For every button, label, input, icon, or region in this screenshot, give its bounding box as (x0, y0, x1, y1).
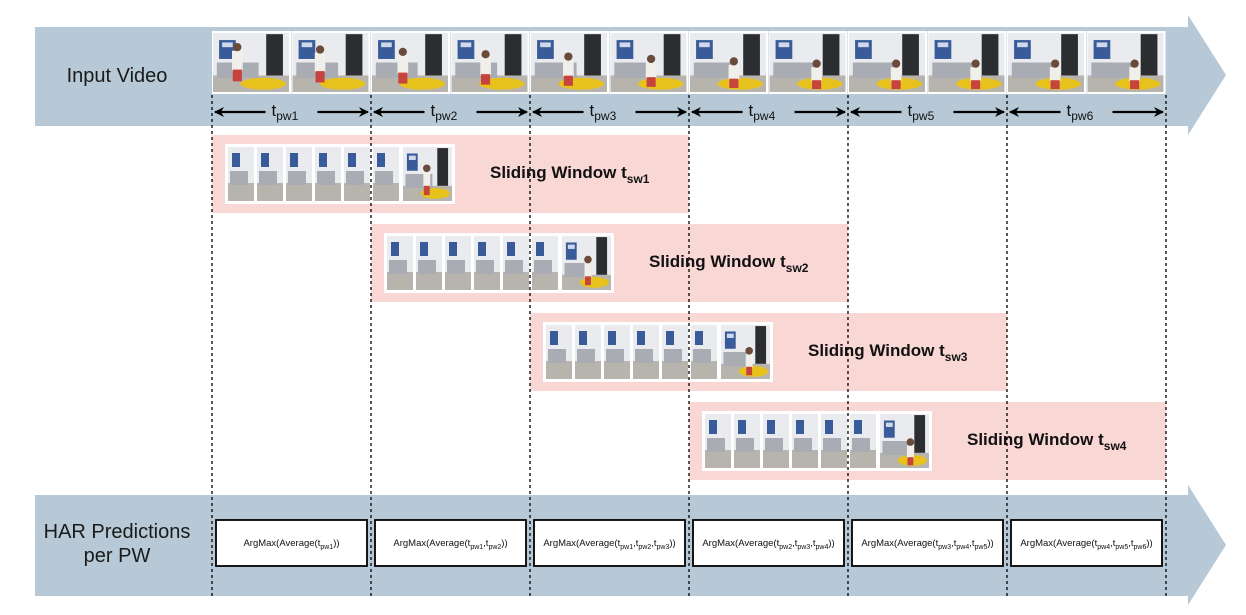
prediction-window-6: tpw6 (1009, 101, 1164, 123)
sliding-window-2: Sliding Window tsw2 (371, 224, 848, 302)
sliding-window-3: Sliding Window tsw3 (530, 313, 1007, 391)
video-frame-thumbnail (530, 31, 609, 94)
prediction-box-4: ArgMax(Average(tpw2,tpw3,tpw4)) (692, 519, 845, 567)
prediction-box-3: ArgMax(Average(tpw1,tpw2,tpw3)) (533, 519, 686, 567)
video-frame-thumbnail (450, 31, 530, 94)
video-frame-thumbnail (689, 31, 768, 94)
prediction-window-arrows: tpw1 tpw2 tpw3 tpw4 tpw5 tpw6 (214, 101, 1164, 123)
prediction-box-frame (692, 519, 845, 567)
pw-label: tpw4 (749, 101, 776, 123)
input-video-label: Input Video (67, 65, 168, 87)
video-frame-thumbnail (212, 31, 291, 94)
prediction-boxes: ArgMax(Average(tpw1)) ArgMax(Average(tpw1… (215, 519, 1163, 567)
prediction-box-frame (533, 519, 686, 567)
pw-label: tpw3 (590, 101, 617, 123)
video-frame-thumbnail (927, 31, 1007, 94)
video-frame-thumbnail (768, 31, 848, 94)
prediction-window-2: tpw2 (373, 101, 528, 123)
prediction-box-frame (851, 519, 1004, 567)
prediction-formula: ArgMax(Average(tpw1,tpw2)) (393, 538, 507, 551)
pw-label: tpw5 (908, 101, 935, 123)
har-predictions-label-line2: per PW (84, 545, 151, 567)
prediction-formula: ArgMax(Average(tpw3,tpw4,tpw5)) (861, 538, 993, 551)
prediction-box-2: ArgMax(Average(tpw1,tpw2)) (374, 519, 527, 567)
prediction-formula: ArgMax(Average(tpw1)) (243, 538, 339, 551)
video-frame-thumbnail (291, 31, 371, 94)
pw-label: tpw2 (431, 101, 458, 123)
prediction-box-frame (374, 519, 527, 567)
prediction-box-6: ArgMax(Average(tpw4,tpw5,tpw6)) (1010, 519, 1163, 567)
sliding-window-label: Sliding Window tsw2 (649, 252, 809, 275)
prediction-box-frame (215, 519, 368, 567)
prediction-window-1: tpw1 (214, 101, 369, 123)
sliding-window-1: Sliding Window tsw1 (212, 135, 689, 213)
prediction-window-3: tpw3 (532, 101, 687, 123)
input-video-frames (212, 31, 1166, 94)
prediction-box-1: ArgMax(Average(tpw1)) (215, 519, 368, 567)
video-frame-thumbnail (848, 31, 927, 94)
prediction-box-frame (1010, 519, 1163, 567)
sliding-window-filmstrip (384, 233, 614, 293)
pw-label: tpw6 (1067, 101, 1094, 123)
video-frame-thumbnail (609, 31, 689, 94)
prediction-window-5: tpw5 (850, 101, 1005, 123)
video-frame-thumbnail (1007, 31, 1086, 94)
har-predictions-label: HAR Predictions (44, 521, 191, 543)
sliding-window-label: Sliding Window tsw3 (808, 341, 968, 364)
pw-label: tpw1 (272, 101, 299, 123)
sliding-window-filmstrip (702, 411, 932, 471)
prediction-formula: ArgMax(Average(tpw1,tpw2,tpw3)) (543, 538, 675, 551)
sliding-window-filmstrip (543, 322, 773, 382)
sliding-window-label: Sliding Window tsw1 (490, 163, 650, 186)
sliding-window-filmstrip (225, 144, 455, 204)
prediction-window-4: tpw4 (691, 101, 846, 123)
video-frame-thumbnail (371, 31, 450, 94)
sliding-window-4: Sliding Window tsw4 (689, 402, 1166, 480)
prediction-formula: ArgMax(Average(tpw2,tpw3,tpw4)) (702, 538, 834, 551)
prediction-box-5: ArgMax(Average(tpw3,tpw4,tpw5)) (851, 519, 1004, 567)
sliding-window-label: Sliding Window tsw4 (967, 430, 1127, 453)
video-frame-thumbnail (1086, 31, 1166, 94)
prediction-formula: ArgMax(Average(tpw4,tpw5,tpw6)) (1020, 538, 1152, 551)
